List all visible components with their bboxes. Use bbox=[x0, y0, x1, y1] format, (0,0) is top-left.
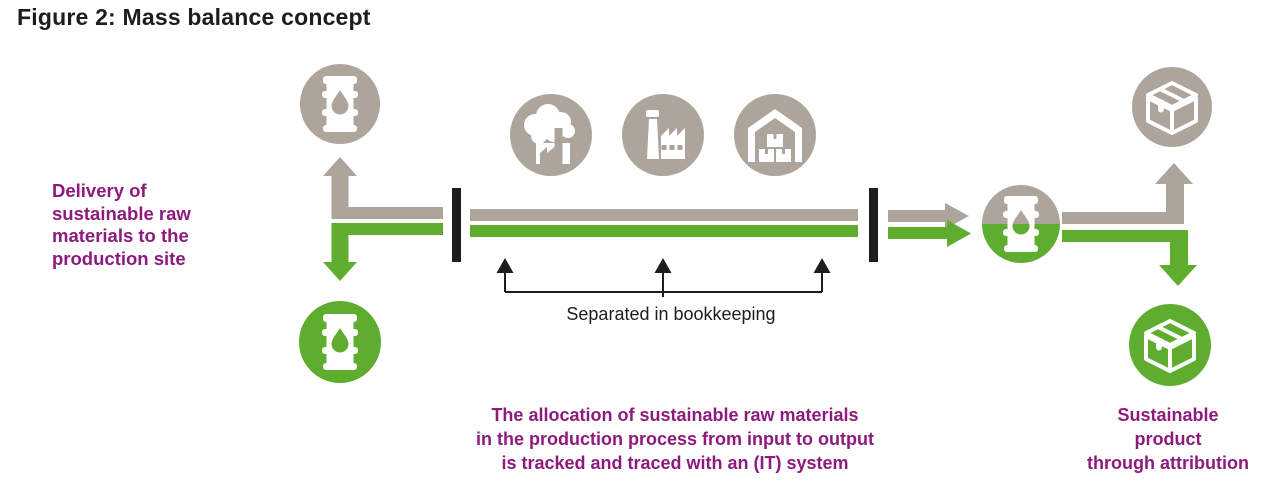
attribution-label: Sustainable product through attribution bbox=[1087, 405, 1249, 473]
node-sustainable-product bbox=[1129, 304, 1211, 386]
oil-drum-icon bbox=[322, 76, 358, 132]
node-sustainable-raw-material bbox=[299, 301, 381, 383]
green-right-arrow bbox=[888, 220, 971, 247]
bookkeeping-bracket bbox=[496, 258, 831, 297]
merged-output-arrows bbox=[888, 203, 971, 247]
site-exit-gate bbox=[869, 188, 878, 262]
gray-stream-bar bbox=[470, 209, 858, 221]
node-conventional-product bbox=[1132, 67, 1212, 147]
product-split-arrows bbox=[1062, 163, 1197, 286]
node-smoking-factory bbox=[510, 94, 592, 176]
figure-title: Figure 2: Mass balance concept bbox=[17, 4, 371, 30]
green-down-arrow bbox=[1062, 230, 1197, 286]
node-factory bbox=[622, 94, 704, 176]
input-split-arrows bbox=[323, 157, 443, 281]
oil-drum-icon bbox=[322, 314, 358, 370]
factory-icon bbox=[646, 110, 685, 159]
node-mixed-output bbox=[982, 185, 1060, 263]
gray-up-arrow bbox=[1062, 163, 1193, 224]
oil-drum-icon bbox=[1003, 196, 1039, 252]
green-down-arrow bbox=[323, 223, 443, 281]
production-line-bars bbox=[470, 209, 858, 237]
delivery-label: Delivery of sustainable raw materials to… bbox=[52, 180, 191, 269]
bookkeeping-label: Separated in bookkeeping bbox=[566, 304, 776, 324]
allocation-label: The allocation of sustainable raw materi… bbox=[476, 405, 874, 473]
gray-right-arrow bbox=[888, 203, 969, 229]
site-entry-gate bbox=[452, 188, 461, 262]
node-conventional-raw-material bbox=[300, 64, 380, 144]
factory-smoke-icon bbox=[524, 104, 575, 164]
node-warehouse bbox=[734, 94, 816, 176]
gray-up-arrow bbox=[323, 157, 443, 219]
green-stream-bar bbox=[470, 225, 858, 237]
warehouse-icon bbox=[748, 109, 802, 162]
